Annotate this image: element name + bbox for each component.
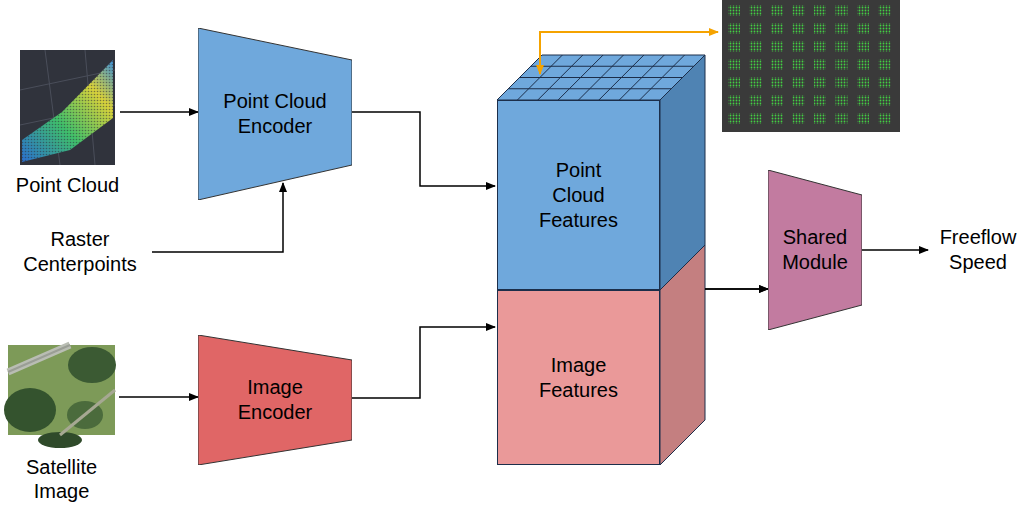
output-arrow	[862, 249, 928, 251]
flow-arrow	[119, 396, 198, 398]
feature-block: Point Cloud Features	[497, 100, 660, 290]
flow-arrow	[705, 288, 768, 290]
input-caption: Satellite Image	[7, 455, 117, 503]
satellite-input: Satellite Image	[8, 345, 115, 435]
box-label: Shared Module	[771, 225, 859, 275]
input-label: Raster Centerpoints	[8, 227, 152, 277]
grid-link-arrow	[540, 32, 718, 74]
feature-block: Image Features	[497, 290, 660, 465]
output-label: Freeflow Speed	[926, 225, 1030, 275]
satellite-picture	[4, 345, 116, 448]
encoder-trapezoid: Image Encoder	[198, 335, 352, 465]
input-caption: Point Cloud	[8, 173, 128, 197]
box-label: Image Features	[524, 353, 634, 403]
flow-arrow	[352, 327, 495, 398]
box-label: Point Cloud Features	[529, 158, 629, 233]
trapezoid-outline	[198, 335, 352, 465]
box-label: Image Encoder	[220, 375, 330, 425]
point-cloud-picture	[20, 50, 115, 165]
feature-cube	[497, 55, 705, 465]
grid-inset-picture	[722, 0, 900, 132]
box-label: Point Cloud Encoder	[210, 89, 340, 139]
module-trapezoid: Shared Module	[768, 170, 862, 330]
encoder-trapezoid: Point Cloud Encoder	[198, 28, 352, 200]
point-cloud-input: Point Cloud	[20, 50, 115, 165]
flow-arrow	[120, 111, 198, 113]
flow-arrow	[705, 288, 768, 290]
flow-arrow	[352, 112, 495, 186]
trapezoid-outline	[198, 28, 352, 200]
trapezoid-outline	[768, 170, 862, 330]
